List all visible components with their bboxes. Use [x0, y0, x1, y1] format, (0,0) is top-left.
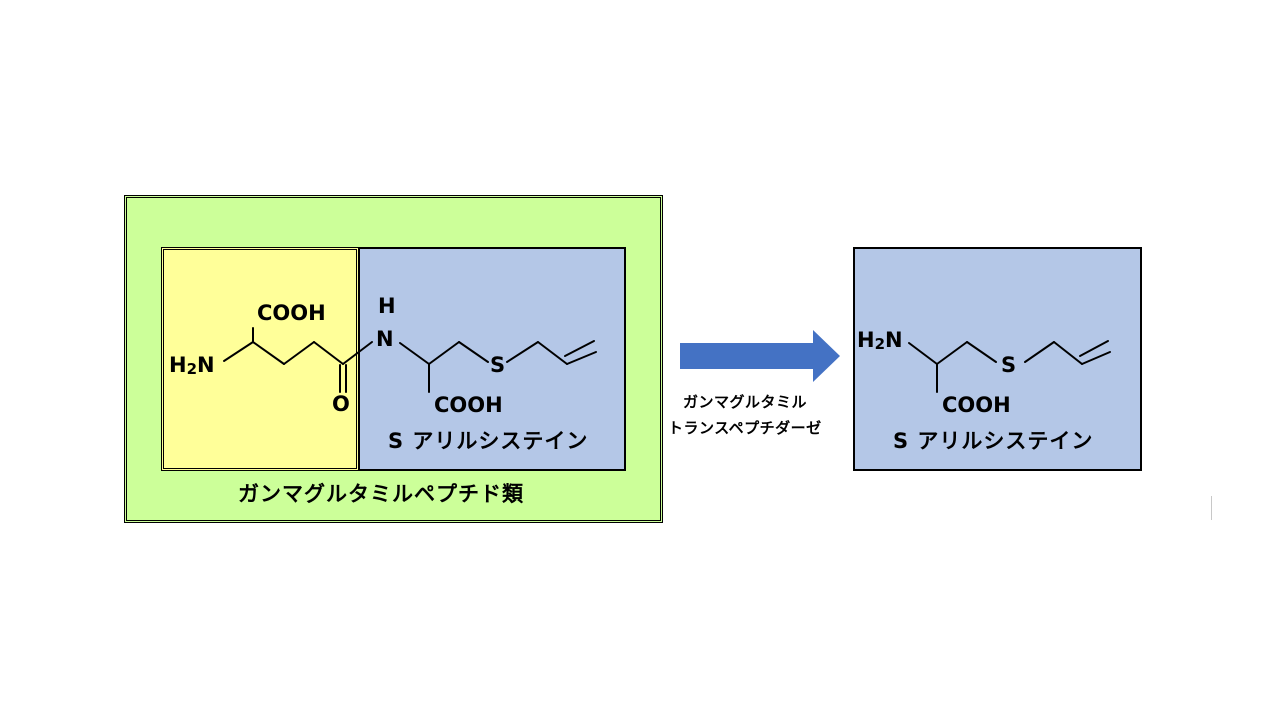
- bond: [283, 341, 315, 365]
- bond: [252, 341, 285, 365]
- bond: [936, 341, 968, 365]
- bond: [1053, 341, 1083, 365]
- product-h2n-subscript: 2: [874, 335, 886, 353]
- reaction-arrow: [680, 330, 840, 382]
- carbonyl-o-label: O: [332, 392, 350, 416]
- bond: [399, 342, 430, 365]
- enzyme-label-line1: ガンマグルタミル: [683, 393, 808, 411]
- bond: [223, 341, 254, 362]
- amide-n-label: N: [376, 327, 394, 351]
- bond: [342, 341, 373, 365]
- bond: [1081, 351, 1111, 365]
- h2n-label: H2N: [169, 353, 215, 378]
- product-h2n-n: N: [885, 328, 903, 352]
- h2n-n: N: [197, 353, 215, 377]
- product-h2n-h: H: [857, 328, 875, 352]
- product-s-allyl-cysteine-label: S アリルシステイン: [893, 429, 1094, 453]
- gamma-glutamyl-moiety-box: [161, 247, 359, 471]
- h2n-h: H: [169, 353, 187, 377]
- cooh-bottom-label: COOH: [434, 393, 503, 417]
- bond: [1079, 340, 1109, 357]
- bond: [564, 340, 595, 357]
- left-molecule-bonds: [223, 327, 597, 393]
- s-allyl-cysteine-label: S アリルシステイン: [388, 429, 589, 453]
- bond: [313, 341, 344, 365]
- bond: [428, 341, 460, 365]
- bond: [537, 341, 568, 365]
- right-molecule-bonds: [908, 340, 1111, 393]
- gamma-glutamyl-peptides-label: ガンマグルタミルペプチド類: [238, 482, 524, 506]
- h2n-subscript: 2: [186, 360, 198, 378]
- bond: [1024, 341, 1055, 363]
- product-cooh-label: COOH: [942, 393, 1011, 417]
- bond: [566, 351, 597, 365]
- bond: [966, 341, 997, 363]
- bond: [908, 342, 938, 365]
- product-sulfur-label: S: [1001, 353, 1017, 377]
- bond: [458, 341, 489, 363]
- cooh-top-label: COOH: [257, 301, 326, 325]
- enzyme-label-line2: トランスペプチダーゼ: [668, 419, 822, 437]
- bond: [506, 341, 539, 363]
- amide-h-label: H: [378, 294, 396, 318]
- divider-line: [1211, 496, 1212, 520]
- product-h2n-label: H2N: [857, 328, 903, 353]
- sulfur-label: S: [490, 353, 506, 377]
